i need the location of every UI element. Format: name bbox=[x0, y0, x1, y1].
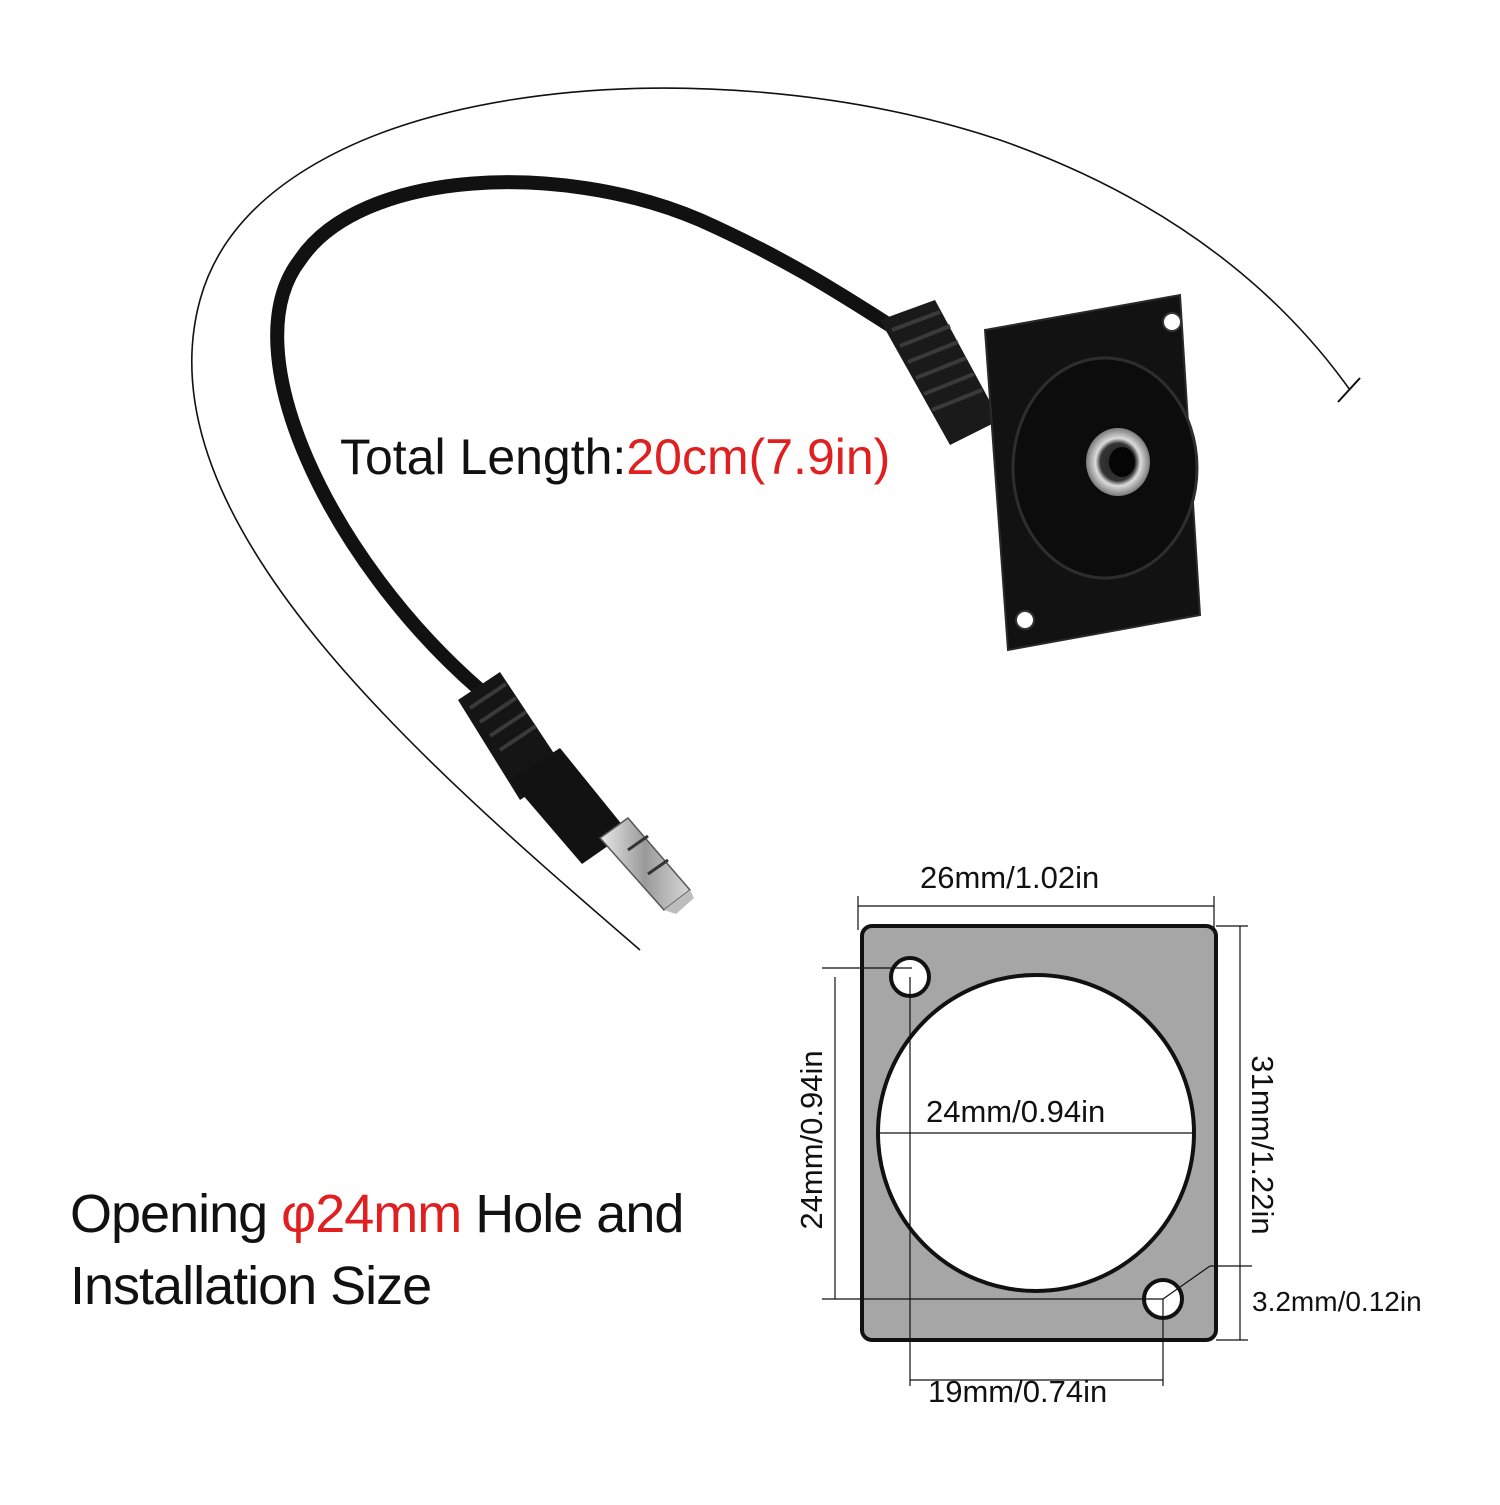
installation-drawing bbox=[822, 896, 1252, 1386]
cable bbox=[270, 175, 912, 697]
plate-height-dimension: 31mm/1.22in bbox=[1245, 1055, 1280, 1235]
opening-size-line-1: Opening φ24mm Hole and bbox=[70, 1178, 684, 1250]
opening-text-before: Opening bbox=[70, 1184, 282, 1244]
plate-width-dimension: 26mm/1.02in bbox=[920, 860, 1100, 895]
opening-diameter-dimension: 24mm/0.94in bbox=[926, 1094, 1106, 1129]
opening-highlight: φ24mm bbox=[281, 1184, 462, 1244]
panel-mount-plate bbox=[983, 293, 1202, 652]
total-length-value: 20cm(7.9in) bbox=[626, 429, 891, 485]
length-arc-line bbox=[191, 87, 1351, 951]
total-length-label: Total Length:20cm(7.9in) bbox=[340, 428, 890, 486]
total-length-prefix: Total Length: bbox=[340, 429, 627, 485]
panel-strain-relief bbox=[880, 300, 1000, 445]
opening-size-label: Opening φ24mm Hole and Installation Size bbox=[70, 1178, 684, 1322]
hole-spacing-horizontal-dimension: 19mm/0.74in bbox=[928, 1374, 1108, 1409]
opening-text-after: Hole and bbox=[461, 1184, 684, 1244]
hole-spacing-vertical-dimension: 24mm/0.94in bbox=[794, 1050, 829, 1230]
mount-hole-diameter-dimension: 3.2mm/0.12in bbox=[1252, 1286, 1422, 1317]
opening-size-line-2: Installation Size bbox=[70, 1256, 432, 1316]
length-arc-end-tick bbox=[1337, 377, 1361, 403]
audio-plug-3-5mm bbox=[598, 816, 694, 914]
plug-strain-relief bbox=[458, 672, 628, 864]
